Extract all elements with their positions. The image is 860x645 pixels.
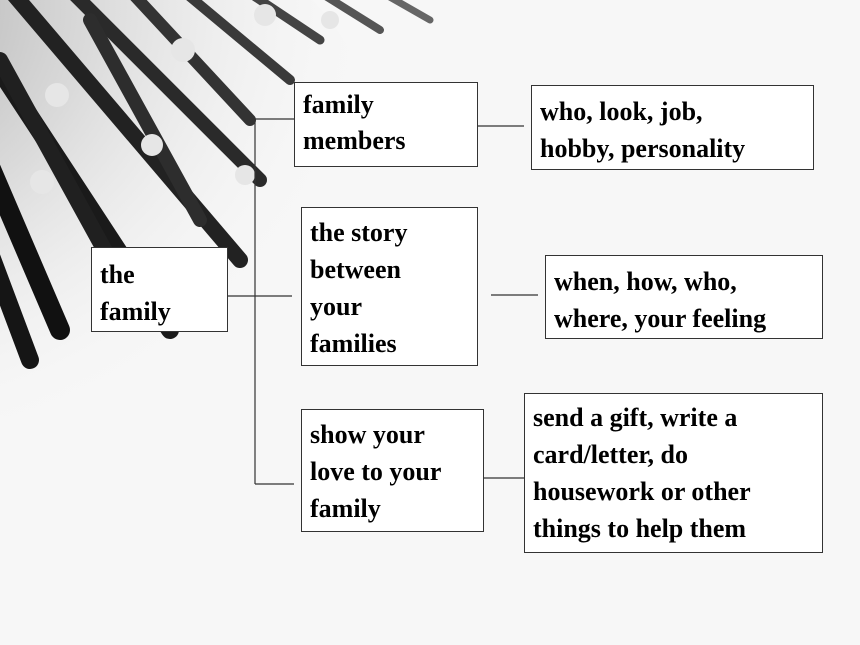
branch-node-story: the story between your families [301,207,478,366]
detail-node-show-love: send a gift, write a card/letter, do hou… [524,393,823,553]
stick-tip-dots [30,4,339,194]
detail-node-story: when, how, who, where, your feeling [545,255,823,339]
branch-node-family-members: family members [294,82,478,167]
detail-node-family-members: who, look, job, hobby, personality [531,85,814,170]
branch-node-show-love: show your love to your family [301,409,484,532]
root-node: the family [91,247,228,332]
